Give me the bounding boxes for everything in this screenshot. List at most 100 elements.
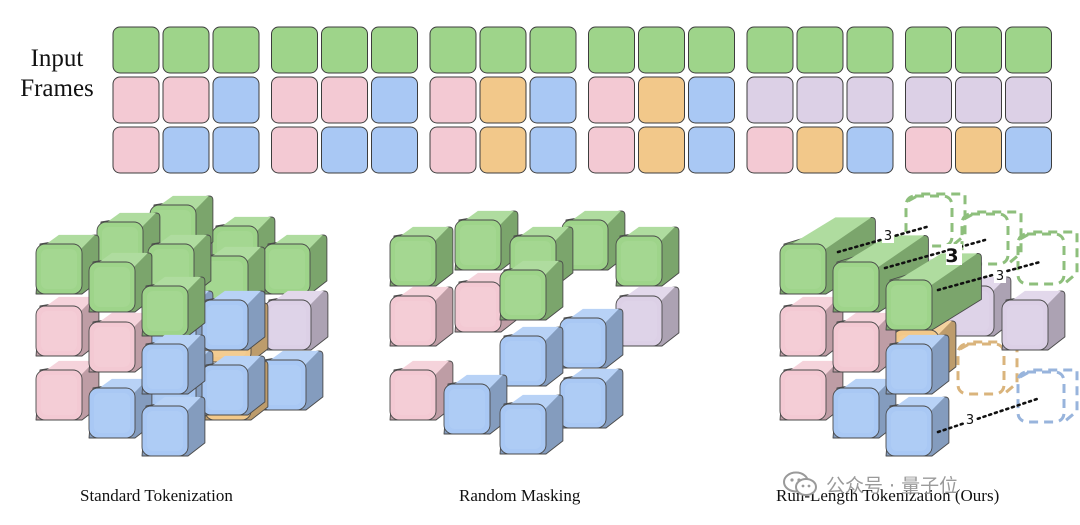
run-length-arrow: 3 — [936, 260, 1042, 292]
frame-tile-orange — [638, 76, 685, 124]
token-cube-blue — [201, 355, 266, 416]
dashed-token-orange — [956, 340, 1019, 396]
dashed-token-green — [1016, 230, 1079, 286]
random-masking-diagram — [389, 210, 680, 455]
frame-tile-blue — [371, 76, 418, 124]
token-cube-purple — [264, 290, 329, 351]
frame-tile-pink — [746, 126, 794, 174]
wechat-icon — [783, 471, 817, 496]
token-cube-pink — [35, 360, 100, 421]
frame-tile-pink — [429, 76, 477, 124]
frame-tile-blue — [1005, 126, 1052, 174]
frame-tile-pink — [588, 126, 635, 174]
run-length-arrow: 3 — [936, 396, 1042, 434]
token-cube-green — [561, 210, 626, 271]
input-frame — [746, 26, 894, 174]
frame-tile-blue — [846, 126, 894, 174]
frame-tile-green — [1005, 26, 1052, 74]
frame-tile-blue — [371, 126, 418, 174]
token-cube-blue — [559, 368, 624, 429]
token-cube-blue — [141, 396, 206, 457]
token-cube-green — [615, 226, 680, 287]
frame-tile-orange — [638, 126, 685, 174]
frame-tile-green — [112, 26, 160, 74]
token-cube-green — [263, 234, 328, 295]
token-cube-blue — [885, 334, 950, 395]
frame-tile-pink — [112, 126, 160, 174]
token-cube-purple — [1001, 290, 1066, 351]
frame-tile-orange — [479, 76, 527, 124]
token-cube-blue — [499, 326, 564, 387]
token-cube-green — [141, 276, 206, 337]
frame-tile-orange — [479, 126, 527, 174]
token-cube-purple — [615, 286, 680, 347]
run-length-count: 3 — [966, 413, 974, 428]
frame-tile-orange — [796, 126, 844, 174]
token-cube-blue — [885, 396, 950, 457]
frame-tile-green — [529, 26, 577, 74]
frame-tile-purple — [846, 76, 894, 124]
frame-tile-purple — [905, 76, 952, 124]
dashed-token-green — [960, 210, 1023, 266]
token-cube-blue — [499, 394, 564, 455]
frame-tile-blue — [688, 126, 735, 174]
frame-tile-blue — [212, 126, 260, 174]
token-cube-blue — [259, 350, 324, 411]
frame-tile-green — [955, 26, 1002, 74]
frame-tile-pink — [905, 126, 952, 174]
token-cube-pink — [389, 360, 454, 421]
input-frame — [271, 26, 418, 174]
token-cube-pink — [88, 312, 153, 373]
frame-tile-pink — [588, 76, 635, 124]
token-cube-pink — [832, 312, 897, 373]
watermark: 公众号 · 量子位 — [782, 470, 958, 498]
token-cube-pink — [779, 360, 844, 421]
frame-tile-green — [429, 26, 477, 74]
token-cube-green — [389, 226, 454, 287]
frame-tile-orange — [955, 126, 1002, 174]
input-frames-label-line2: Frames — [20, 75, 94, 102]
frame-tile-blue — [529, 126, 577, 174]
frame-tile-green — [479, 26, 527, 74]
frame-tile-green — [846, 26, 894, 74]
token-cube-blue — [141, 334, 206, 395]
input-frame — [905, 26, 1052, 174]
run-length-count: 3 — [945, 245, 958, 267]
run-length-count: 3 — [996, 269, 1004, 284]
caption-standard-tokenization: Standard Tokenization — [80, 486, 233, 505]
standard-tokenization-diagram — [35, 195, 329, 457]
input-frames-grid — [112, 26, 1052, 174]
frame-tile-purple — [746, 76, 794, 124]
token-cube-pink — [35, 296, 100, 357]
dashed-token-green — [904, 192, 967, 248]
caption-random-masking: Random Masking — [459, 486, 581, 505]
frame-tile-green — [371, 26, 418, 74]
frame-tile-purple — [955, 76, 1002, 124]
token-cube-blue — [559, 308, 624, 369]
input-frames-label-line1: Input — [30, 45, 84, 72]
token-cube-green — [35, 234, 100, 295]
token-cube-green — [499, 260, 564, 321]
frame-tile-pink — [429, 126, 477, 174]
run-length-arrow: 3 — [883, 238, 987, 270]
frame-tile-green — [588, 26, 635, 74]
token-cube-blue — [443, 374, 508, 435]
token-cube-green — [779, 216, 876, 295]
frame-tile-blue — [321, 126, 368, 174]
frame-tile-blue — [212, 76, 260, 124]
frame-tile-pink — [112, 76, 160, 124]
frame-tile-green — [271, 26, 318, 74]
frame-tile-pink — [321, 76, 368, 124]
token-cube-green — [88, 252, 153, 313]
frame-tile-green — [688, 26, 735, 74]
token-cube-blue — [201, 290, 266, 351]
frame-tile-purple — [796, 76, 844, 124]
input-frames-label: Input Frames — [14, 44, 100, 104]
frame-tile-green — [321, 26, 368, 74]
frame-tile-green — [746, 26, 794, 74]
frame-tile-blue — [162, 126, 210, 174]
frame-tile-blue — [529, 76, 577, 124]
caption-run-length-tokenization: Run-Length Tokenization (Ours) — [776, 486, 1000, 505]
